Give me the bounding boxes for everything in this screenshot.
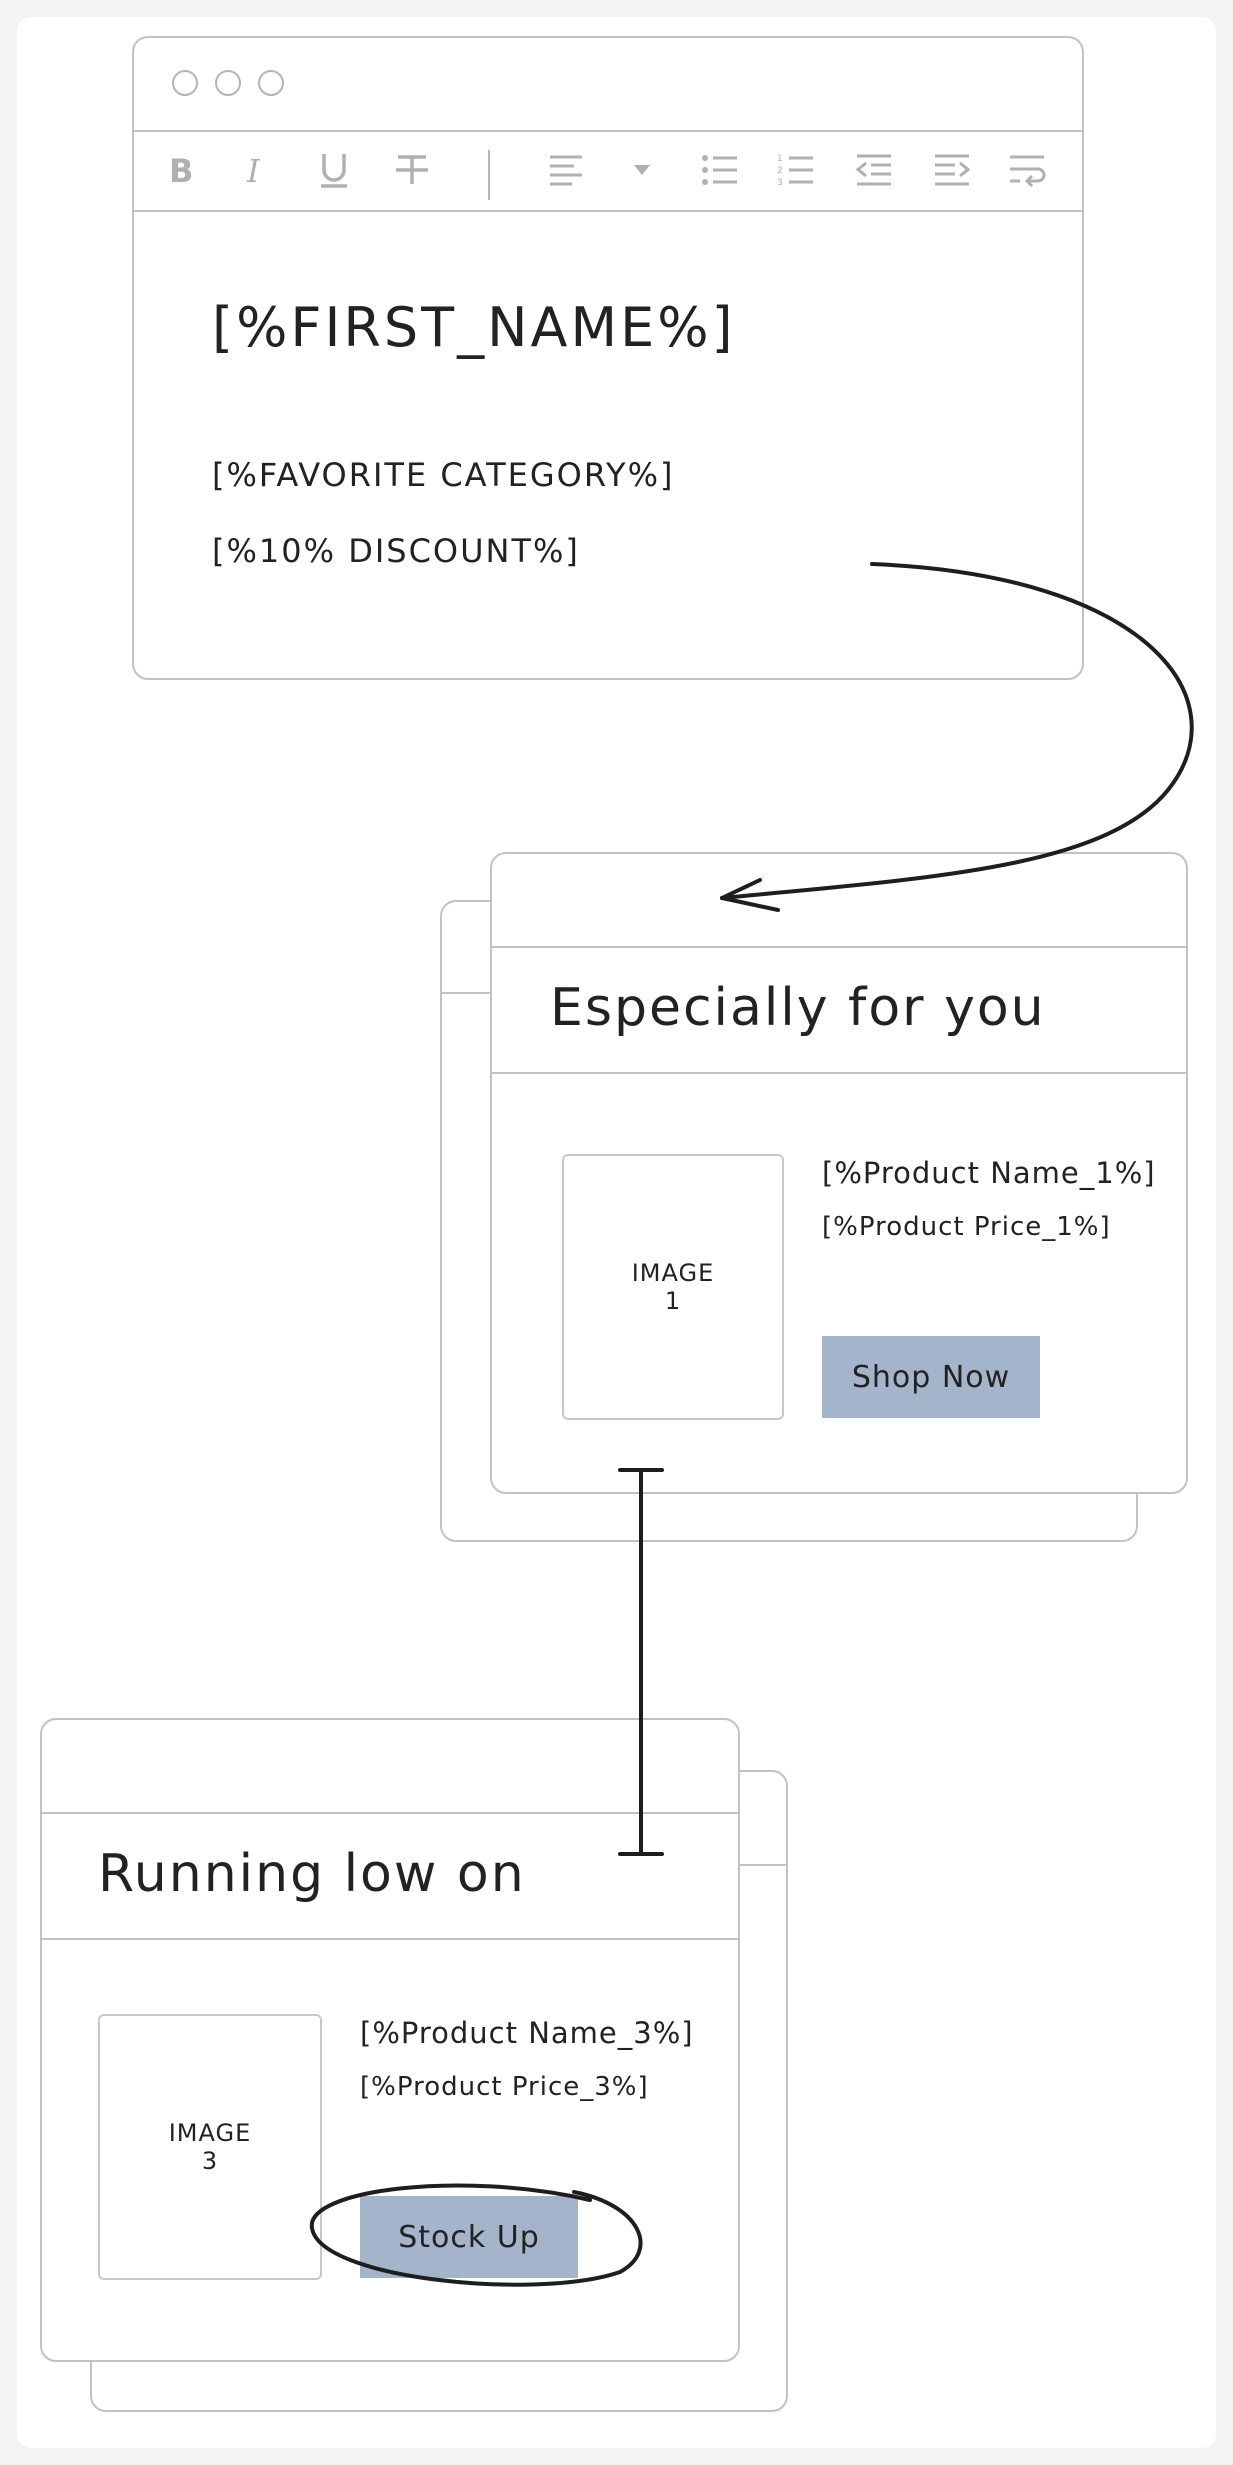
image-number: 1 (664, 1287, 682, 1315)
product-name-token: [%Product Name_1%] (822, 1156, 1156, 1190)
outdent-icon[interactable] (854, 148, 894, 192)
product-price-token: [%Product Price_3%] (360, 2072, 649, 2102)
window-control-3[interactable] (258, 70, 284, 96)
card-title: Especially for you (550, 978, 1046, 1038)
bullet-list-icon[interactable] (700, 148, 740, 192)
image-number: 3 (201, 2147, 219, 2175)
card-title-divider (492, 1072, 1186, 1074)
window-control-1[interactable] (172, 70, 198, 96)
numbered-list-icon[interactable]: 1 2 3 (776, 148, 816, 192)
arrowhead-icon (720, 878, 780, 912)
dropdown-icon[interactable] (622, 148, 662, 192)
product-price-token: [%Product Price_1%] (822, 1212, 1111, 1242)
bold-icon[interactable]: B (160, 148, 200, 192)
card-header-divider (492, 946, 1186, 948)
product-image-placeholder: IMAGE 3 (98, 2014, 322, 2280)
svg-text:1: 1 (777, 154, 783, 164)
toolbar-separator (488, 150, 490, 200)
italic-icon[interactable]: I (236, 148, 276, 192)
product-image-placeholder: IMAGE 1 (562, 1154, 784, 1420)
titlebar-divider (134, 130, 1082, 132)
card-title: Running low on (98, 1844, 526, 1904)
align-left-icon[interactable] (546, 148, 586, 192)
svg-text:3: 3 (777, 178, 783, 187)
editor-window: [%FIRST_NAME%] [%FAVORITE CATEGORY%] [%1… (132, 36, 1084, 680)
underline-icon[interactable] (314, 148, 354, 192)
especially-for-you-card: Especially for you IMAGE 1 [%Product Nam… (490, 852, 1188, 1494)
favorite-category-token: [%FAVORITE CATEGORY%] (212, 456, 675, 494)
image-label: IMAGE (168, 2119, 252, 2147)
curved-arrow-connector (720, 562, 1194, 900)
shop-now-button[interactable]: Shop Now (822, 1336, 1040, 1418)
discount-token: [%10% DISCOUNT%] (212, 532, 580, 570)
first-name-token: [%FIRST_NAME%] (212, 296, 736, 359)
running-low-card: Running low on IMAGE 3 [%Product Name_3%… (40, 1718, 740, 2362)
svg-text:2: 2 (777, 166, 783, 176)
image-label: IMAGE (631, 1259, 715, 1287)
svg-text:I: I (246, 153, 261, 187)
stock-up-circle-annotation (309, 2183, 643, 2287)
indent-icon[interactable] (932, 148, 972, 192)
wrap-text-icon[interactable] (1008, 148, 1048, 192)
toolbar-divider (134, 210, 1082, 212)
window-control-2[interactable] (215, 70, 241, 96)
strikethrough-icon[interactable] (392, 148, 432, 192)
svg-text:B: B (169, 153, 193, 187)
card-title-divider (42, 1938, 738, 1940)
product-name-token: [%Product Name_3%] (360, 2016, 694, 2050)
stock-up-button[interactable]: Stock Up (360, 2196, 578, 2278)
card-header-divider (42, 1812, 738, 1814)
